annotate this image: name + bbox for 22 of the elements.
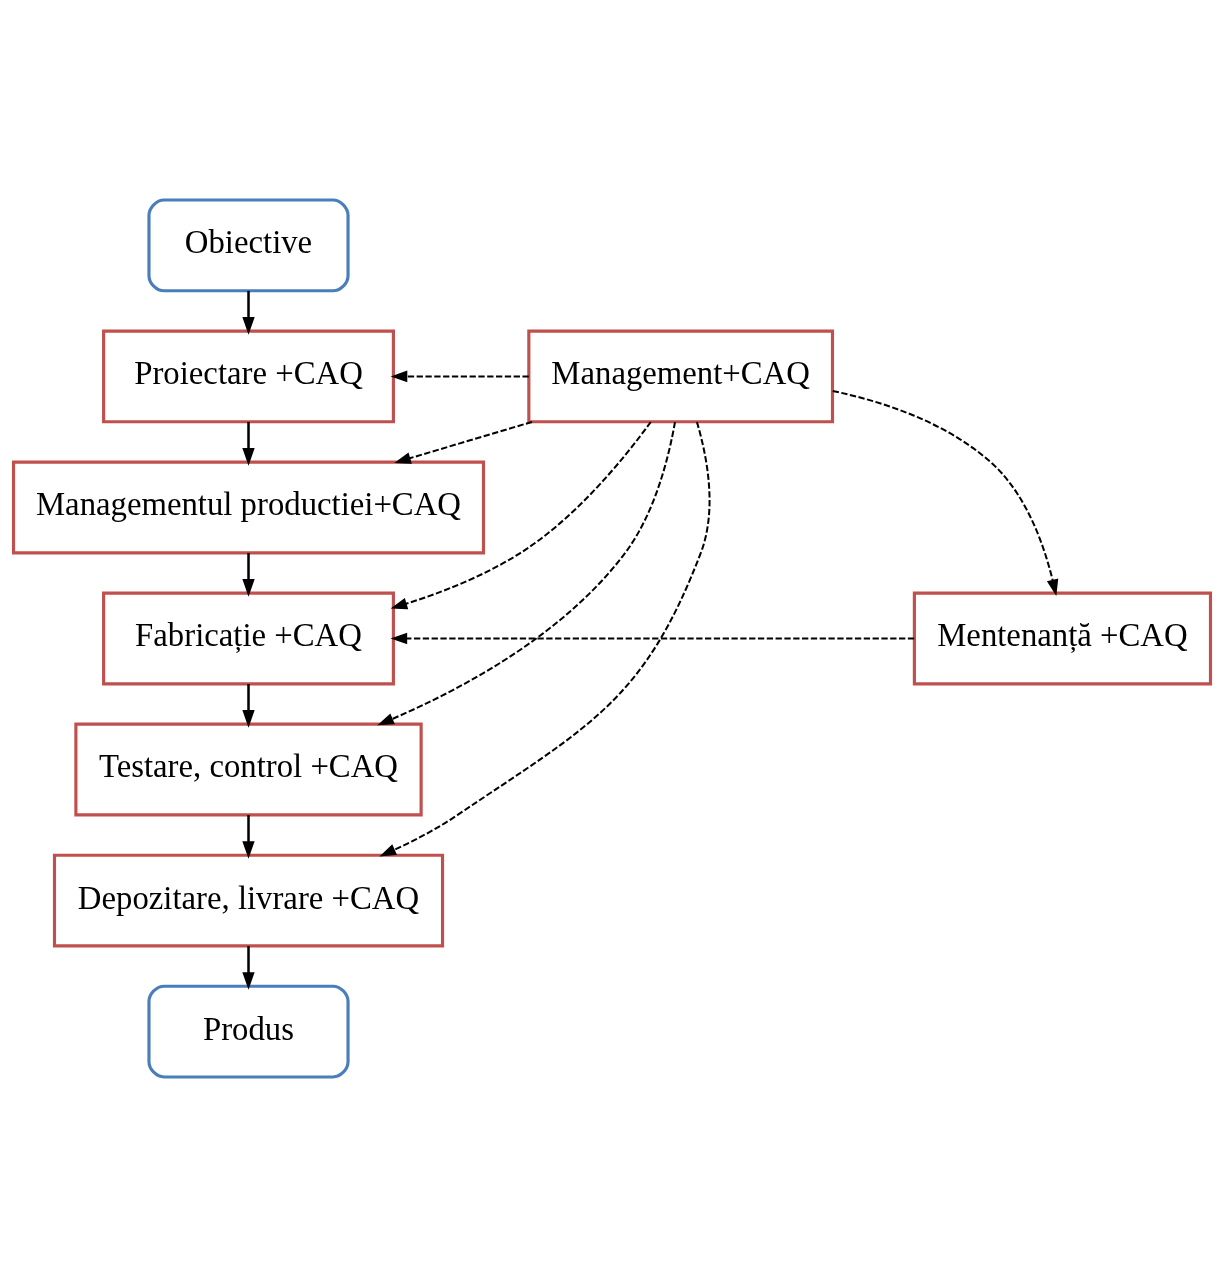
arrow (242, 946, 255, 990)
arrow (390, 421, 652, 610)
arrow (242, 552, 255, 597)
arrow (832, 390, 1059, 597)
arrow (379, 421, 711, 857)
node-box: Management+CAQ (527, 329, 835, 424)
node-box: Managementul productiei+CAQ (11, 460, 486, 555)
arrow (242, 815, 255, 859)
node-box: Produs (147, 984, 350, 1079)
node-box: Proiectare +CAQ (102, 329, 395, 424)
node-box: Fabricație +CAQ (102, 591, 395, 686)
arrow (377, 421, 676, 726)
arrow (242, 421, 255, 466)
arrow (390, 370, 529, 383)
node-box: Mentenanță +CAQ (912, 591, 1213, 686)
arrow (390, 632, 915, 645)
arrow (394, 420, 533, 464)
node-box: Obiective (147, 198, 350, 293)
node-box: Testare, control +CAQ (74, 722, 423, 817)
arrow (242, 684, 255, 728)
node-box: Depozitare, livrare +CAQ (52, 853, 445, 948)
arrow (242, 290, 255, 335)
